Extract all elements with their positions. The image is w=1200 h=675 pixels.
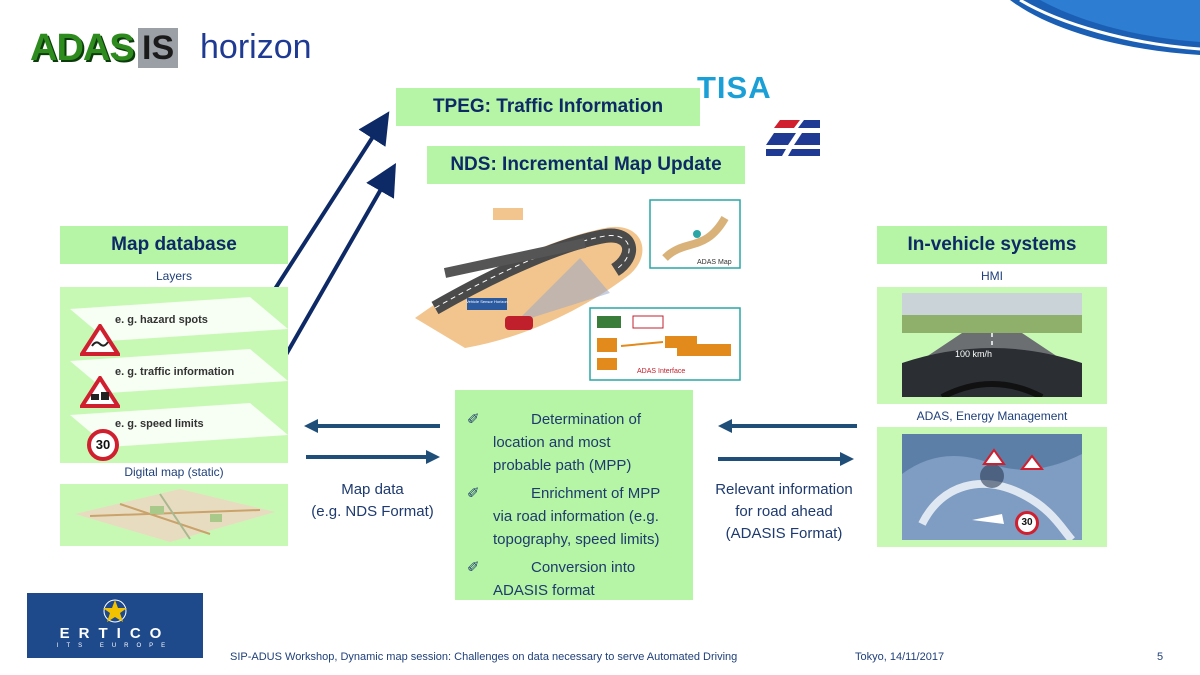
ertico-logo-text: ERTICO	[59, 625, 171, 642]
process-box: ✐ Determination of location and most pro…	[455, 390, 693, 600]
tpeg-box: TPEG: Traffic Information	[396, 88, 700, 126]
digital-map-label: Digital map (static)	[124, 465, 224, 479]
process-item-2: ✐ Enrichment of MPP via road information…	[467, 482, 687, 551]
relevant-info-line1: Relevant information	[715, 481, 853, 498]
process-item-3-line2: ADASIS format	[493, 582, 595, 599]
process-item-2-line2: via road information (e.g.	[493, 508, 659, 525]
layers-label: Layers	[155, 269, 193, 283]
adas-energy-label: ADAS, Energy Management	[916, 409, 1068, 423]
process-item-3: ✐ Conversion into ADASIS format	[467, 556, 687, 602]
process-item-3-line1: Conversion into	[531, 559, 636, 576]
hmi-label: HMI	[981, 269, 1003, 283]
nds-logo-icon	[766, 120, 820, 156]
digital-map-panel	[60, 484, 288, 546]
adas-interface-label: ADAS Interface	[637, 368, 686, 375]
bullet-icon: ✐	[467, 559, 480, 576]
page-title: horizon	[200, 28, 312, 66]
in-vehicle-title: In-vehicle systems	[877, 226, 1107, 264]
layer-traffic-label: e. g. traffic information	[115, 366, 235, 378]
adas-speed-sign-value: 30	[1021, 517, 1033, 528]
adasis-logo-main: ADAS	[30, 27, 135, 69]
map-database-title: Map database	[60, 226, 288, 264]
hmi-dashboard-image	[902, 293, 1082, 397]
footer-date: Tokyo, 14/11/2017	[855, 651, 945, 663]
relevant-info-line3: (ADASIS Format)	[725, 525, 843, 542]
process-item-2-line1: Enrichment of MPP	[531, 485, 661, 502]
digital-map-image	[75, 489, 275, 542]
hmi-speed-display: 100 km/h	[955, 349, 993, 359]
hmi-panel: 100 km/h	[877, 287, 1107, 404]
tisa-logo-text: TISA	[697, 70, 772, 105]
ertico-star-icon	[103, 599, 127, 623]
bullet-icon: ✐	[467, 411, 480, 428]
relevant-info-label: Relevant information for road ahead (ADA…	[698, 479, 870, 545]
traffic-sign-icon	[80, 376, 120, 408]
vehicle-sensor-label: Vehicle Sensor Horizon	[466, 299, 508, 304]
layers-panel: e. g. hazard spots e. g. traffic informa…	[60, 287, 288, 463]
process-item-2-line3: topography, speed limits)	[493, 531, 660, 548]
adas-panel: 30	[877, 427, 1107, 547]
page-number: 5	[1157, 651, 1164, 663]
relevant-info-line2: for road ahead	[735, 503, 833, 520]
process-item-1: ✐ Determination of location and most pro…	[467, 408, 687, 477]
adas-terrain-image	[902, 434, 1082, 540]
left-exchange-arrows	[304, 419, 440, 464]
map-data-label-line2: (e.g. NDS Format)	[311, 503, 434, 520]
speed-limit-value: 30	[95, 437, 111, 452]
footer-event: SIP-ADUS Workshop, Dynamic map session: …	[230, 651, 738, 663]
tisa-logo: TISA	[697, 72, 779, 104]
ertico-logo-subtext: ITS EUROPE	[56, 643, 174, 649]
process-item-1-line1: Determination of	[531, 411, 642, 428]
corner-swoosh	[1010, 0, 1200, 55]
adasis-logo-suffix: IS	[138, 28, 179, 68]
speed-limit-sign-icon: 30	[87, 429, 119, 461]
process-item-1-line2: location and most	[493, 434, 611, 451]
adas-map-label: ADAS Map	[697, 259, 732, 266]
adasis-logo: ADAS IS	[30, 28, 180, 68]
map-data-label: Map data (e.g. NDS Format)	[300, 479, 445, 523]
road-map-illustration	[415, 199, 741, 381]
layer-speed-label: e. g. speed limits	[115, 418, 204, 430]
hazard-sign-icon	[80, 324, 120, 356]
process-item-1-line3: probable path (MPP)	[493, 457, 632, 474]
layer-hazard-label: e. g. hazard spots	[115, 314, 208, 326]
right-exchange-arrows	[718, 419, 857, 466]
nds-box: NDS: Incremental Map Update	[427, 146, 745, 184]
layer-planes	[70, 297, 288, 447]
adas-speed-sign-icon: 30	[1015, 511, 1039, 535]
adas-horizon-diagram: ADAS Map ADAS Interface Vehicle Sensor H…	[405, 198, 743, 382]
map-data-label-line1: Map data	[341, 481, 404, 498]
bullet-icon: ✐	[467, 485, 480, 502]
ertico-logo: ERTICO ITS EUROPE	[27, 593, 203, 658]
